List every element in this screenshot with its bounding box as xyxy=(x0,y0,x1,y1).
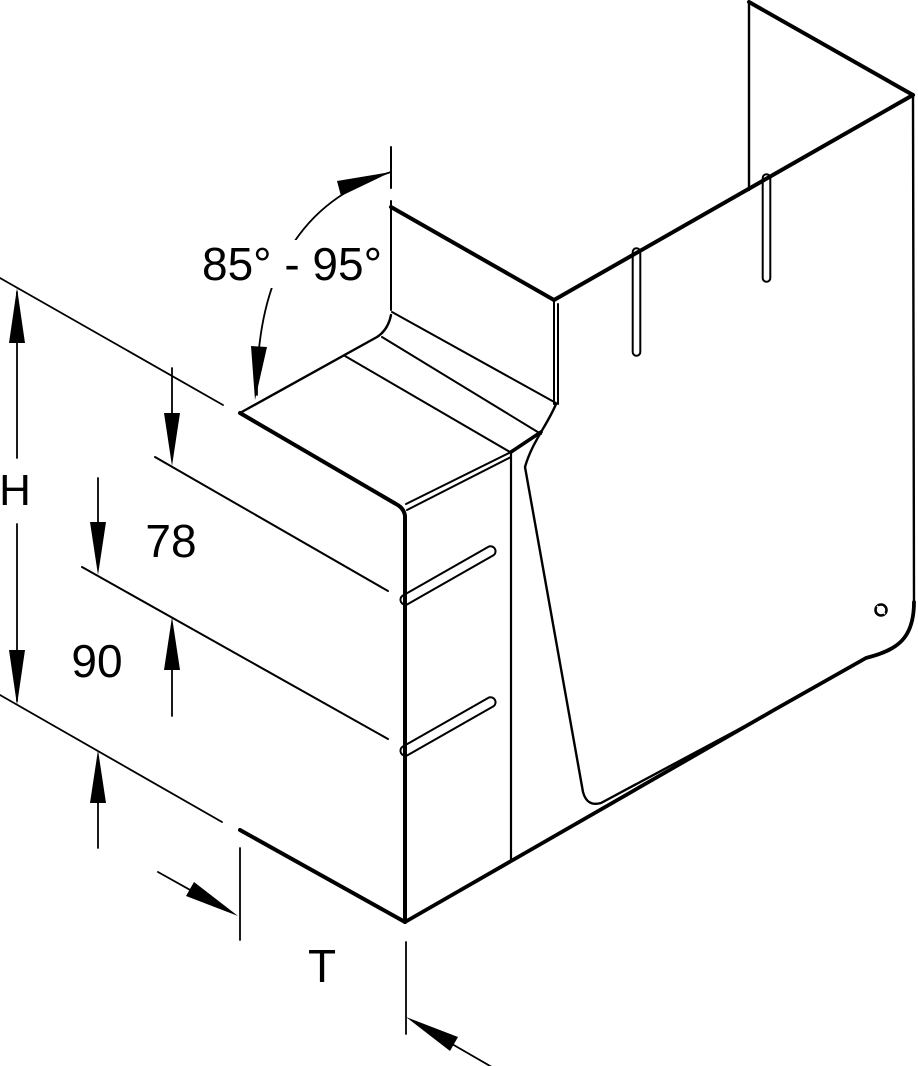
mounting-slot-column-lower xyxy=(399,696,497,757)
mounting-slot-wall-left xyxy=(631,247,642,357)
t-arrow-left-tail xyxy=(157,871,193,892)
h-arrow-up xyxy=(9,288,25,343)
extension-line-top xyxy=(0,277,224,406)
wall-edge-behind-column xyxy=(509,430,543,454)
lid-outline xyxy=(238,146,559,924)
dimension-annotations xyxy=(0,171,492,1066)
dim90-arrow-up xyxy=(90,750,106,803)
wall-left-cut-edge xyxy=(523,402,775,806)
flange-bottom-fold xyxy=(391,311,557,404)
t-arrow-right xyxy=(406,1017,458,1051)
column-top-edge-outer xyxy=(405,451,512,505)
flange-top-edge xyxy=(389,205,556,302)
extension-line-bottom xyxy=(0,694,223,823)
lid-left-edge xyxy=(238,313,393,415)
side-wall xyxy=(403,0,916,924)
mounting-slot-column-upper xyxy=(399,545,497,606)
lid-fold-crease-upper xyxy=(381,336,542,435)
lid-front-edge xyxy=(238,411,407,924)
fixing-hole xyxy=(874,603,888,617)
mounting-slot-wall-right xyxy=(761,173,772,283)
dim78-arrow-up xyxy=(164,617,180,670)
column-top-edge-inner xyxy=(406,456,512,511)
h-arrow-down xyxy=(9,650,25,705)
dim90-arrow-down xyxy=(90,522,106,575)
wall-tab-top-edge xyxy=(747,0,915,97)
dimension-90-label: 90 xyxy=(67,637,127,685)
dim78-arrow-down xyxy=(164,413,180,466)
angle-range-label: 85° - 95° xyxy=(197,240,387,288)
fixing-hole-highlight xyxy=(876,605,886,615)
dimension-78-label: 78 xyxy=(141,517,201,565)
front-face-crease-lower xyxy=(81,566,389,740)
front-face-crease-upper xyxy=(154,456,389,592)
angle-arrow-upper xyxy=(337,172,391,196)
angle-arrow-lower xyxy=(251,346,267,400)
wall-fold-line xyxy=(552,93,915,302)
depth-dimension-label: T xyxy=(303,942,341,990)
front-face-bottom-edge xyxy=(238,828,407,924)
front-face xyxy=(81,456,407,924)
t-arrow-right-tail xyxy=(451,1043,492,1066)
corner-column xyxy=(399,450,513,863)
wall-bottom-edge xyxy=(403,600,916,924)
t-arrow-left xyxy=(186,882,238,916)
height-dimension-label: H xyxy=(0,468,35,514)
lid-fold-crease-lower xyxy=(344,355,511,453)
wall-right-edge xyxy=(911,93,916,604)
